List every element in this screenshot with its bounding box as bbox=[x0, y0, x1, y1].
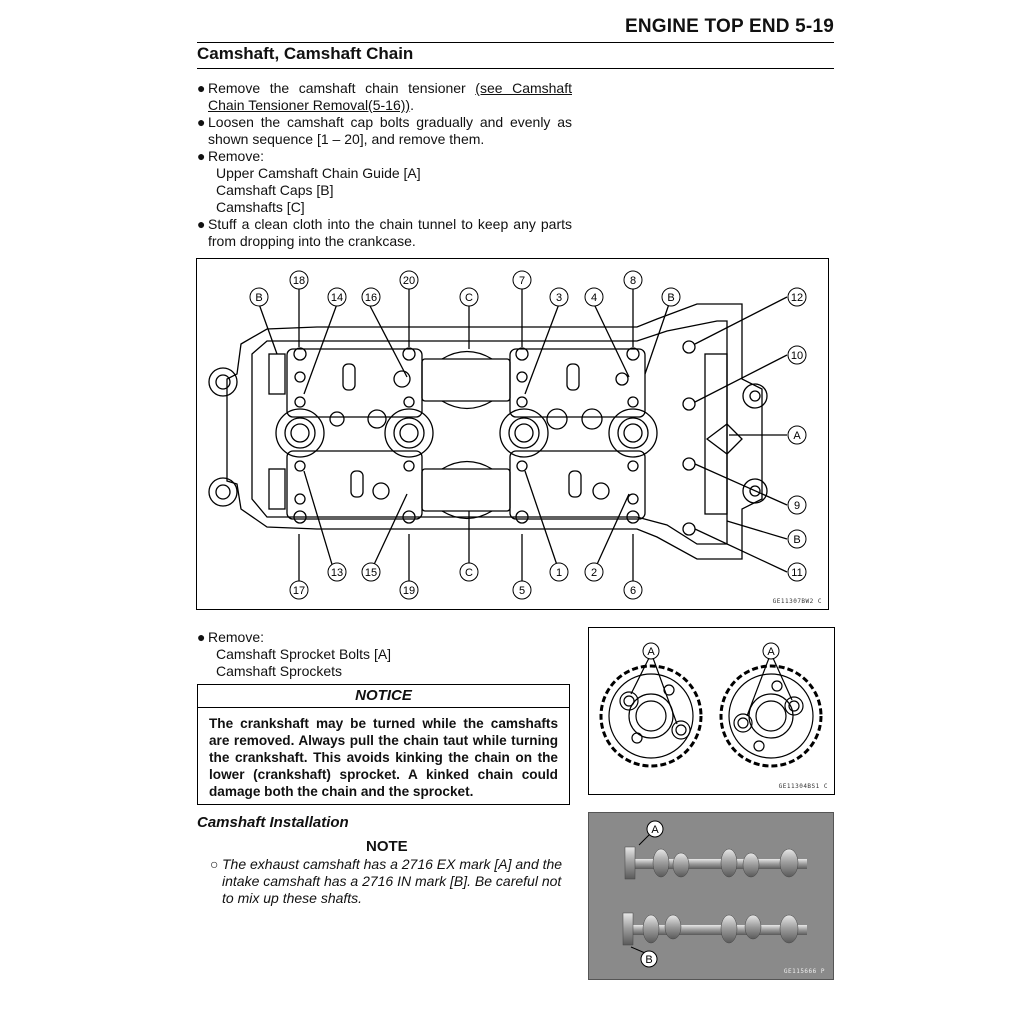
step-text: Loosen the camshaft cap bolts gradually … bbox=[208, 114, 572, 147]
bullet-icon: ● bbox=[197, 148, 206, 164]
step-remove: ● Remove: bbox=[197, 148, 572, 165]
figure-code: GE115666 P bbox=[783, 968, 825, 975]
callout-label: B bbox=[667, 292, 674, 304]
callout-label: 14 bbox=[331, 292, 343, 304]
step-remove-tensioner: ● Remove the camshaft chain tensioner (s… bbox=[197, 80, 572, 114]
section-rule bbox=[197, 68, 834, 69]
reference-link[interactable]: (see Camshaft Chain Tensioner Removal(5-… bbox=[208, 80, 572, 113]
sprocket-figure: A A GE11304BS1 C bbox=[588, 627, 835, 795]
cylinder-head-figure: B 18 14 16 20 C 7 3 4 8 B 12 10 A 9 B 11… bbox=[196, 258, 829, 610]
callout-label: 11 bbox=[791, 567, 802, 579]
cylinder-head-diagram: B 18 14 16 20 C 7 3 4 8 B 12 10 A 9 B 11… bbox=[208, 270, 807, 600]
notice-title: NOTICE bbox=[198, 685, 569, 708]
callout-label: 9 bbox=[794, 500, 800, 512]
figure-code: GE11304BS1 C bbox=[778, 783, 828, 790]
step-stuff-cloth: ● Stuff a clean cloth into the chain tun… bbox=[197, 216, 572, 250]
callout-label: A bbox=[651, 824, 659, 836]
camshaft-photo: A B GE115666 P bbox=[588, 812, 834, 980]
remove-item: Camshaft Sprockets bbox=[216, 663, 343, 679]
callout-label: 18 bbox=[293, 275, 305, 287]
remove-item: Upper Camshaft Chain Guide [A] bbox=[216, 165, 421, 181]
step-loosen-bolts: ● Loosen the camshaft cap bolts graduall… bbox=[197, 114, 572, 148]
callout-label: A bbox=[767, 646, 775, 658]
bullet-icon: ● bbox=[197, 80, 206, 96]
note-item: ○ The exhaust camshaft has a 2716 EX mar… bbox=[210, 856, 572, 907]
camshaft-photo-art: A B bbox=[589, 813, 833, 979]
callout-label: 3 bbox=[556, 292, 562, 304]
step-text: Remove: bbox=[208, 629, 265, 645]
bullet-icon: ● bbox=[197, 114, 206, 130]
callout-label: B bbox=[793, 534, 800, 546]
callout-label: C bbox=[465, 567, 473, 579]
remove-item: Camshafts [C] bbox=[216, 199, 305, 215]
figure-code: GE11307BW2 C bbox=[772, 598, 822, 605]
remove-item: Camshaft Caps [B] bbox=[216, 182, 334, 198]
callout-label: C bbox=[465, 292, 473, 304]
circle-bullet-icon: ○ bbox=[210, 856, 219, 872]
callout-label: 19 bbox=[403, 585, 415, 597]
section-title: Camshaft, Camshaft Chain bbox=[197, 44, 414, 63]
page-header-title: ENGINE TOP END 5-19 bbox=[625, 16, 834, 37]
sprocket-diagram: A A bbox=[599, 642, 823, 768]
callout-label: A bbox=[647, 646, 655, 658]
step-text-end: . bbox=[410, 97, 414, 113]
callout-label: 15 bbox=[365, 567, 377, 579]
callout-label: 13 bbox=[331, 567, 343, 579]
callout-label: B bbox=[645, 954, 652, 966]
remove-item: Camshaft Sprocket Bolts [A] bbox=[216, 646, 392, 662]
callout-label: A bbox=[793, 430, 801, 442]
note-text: The exhaust camshaft has a 2716 EX mark … bbox=[222, 856, 563, 906]
callout-label: 12 bbox=[791, 292, 803, 304]
callout-label: 2 bbox=[591, 567, 597, 579]
callout-label: 16 bbox=[365, 292, 377, 304]
callout-label: 4 bbox=[591, 292, 597, 304]
step-remove-sprockets: ● Remove: bbox=[197, 629, 557, 646]
callout-label: 7 bbox=[519, 275, 525, 287]
step-text: Stuff a clean cloth into the chain tunne… bbox=[208, 216, 572, 249]
note-title: NOTE bbox=[366, 838, 408, 855]
callout-label: 17 bbox=[293, 585, 305, 597]
callout-label: 5 bbox=[519, 585, 525, 597]
callout-label: 20 bbox=[403, 275, 415, 287]
header-rule bbox=[197, 42, 834, 43]
step-text: Remove the camshaft chain tensioner bbox=[208, 80, 476, 96]
step-text: Remove: bbox=[208, 148, 265, 164]
callout-label: 10 bbox=[791, 350, 803, 362]
callout-label: B bbox=[255, 292, 262, 304]
callout-label: 6 bbox=[630, 585, 636, 597]
callout-label: 8 bbox=[630, 275, 636, 287]
bullet-icon: ● bbox=[197, 629, 206, 645]
notice-box: NOTICE The crankshaft may be turned whil… bbox=[197, 684, 570, 805]
notice-body: The crankshaft may be turned while the c… bbox=[209, 716, 558, 799]
bullet-icon: ● bbox=[197, 216, 206, 232]
callout-label: 1 bbox=[556, 567, 562, 579]
installation-title: Camshaft Installation bbox=[197, 814, 349, 831]
